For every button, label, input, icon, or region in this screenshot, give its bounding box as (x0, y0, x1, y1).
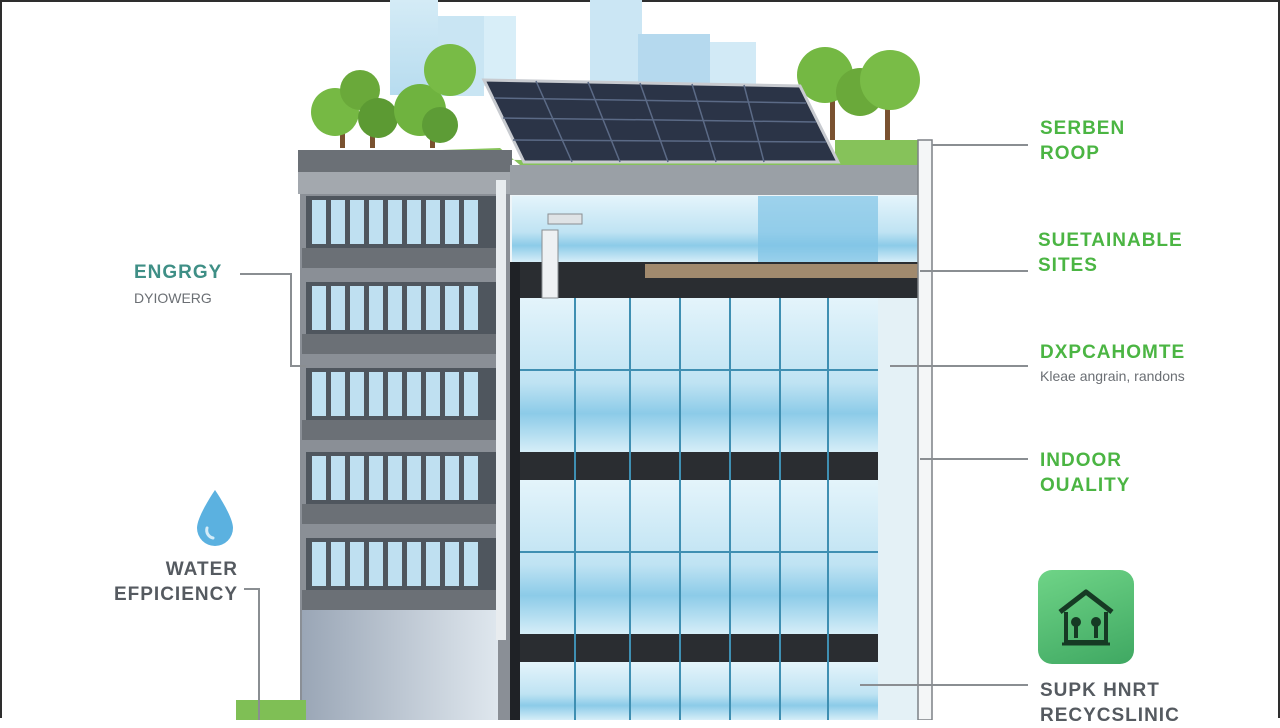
label-green-roof-line2: ROOP (1040, 143, 1100, 164)
label-energy: ENGRGY (134, 260, 222, 285)
leader-line-daylight (890, 365, 1028, 367)
house-glyph-icon (1058, 589, 1114, 646)
label-daylight-line1: DXPCAHOMTE (1040, 342, 1186, 363)
leader-line-green-roof (932, 144, 1028, 146)
label-indoor-line2: OUALITY (1040, 475, 1131, 496)
leader-line-energy (240, 273, 292, 275)
leader-line-sustainable (920, 270, 1028, 272)
leader-line-water (244, 588, 260, 590)
label-daylight: DXPCAHOMTE (1040, 340, 1185, 365)
label-energy-line1: ENGRGY (134, 262, 223, 283)
label-sustainable-line1: SUETAINABLE (1038, 230, 1183, 251)
solar-panel-icon (481, 78, 841, 164)
label-daylight-sub: Kleae angrain, randons (1040, 368, 1185, 384)
label-green-roof-line1: SERBEN (1040, 118, 1126, 139)
label-water-efficiency: WATER EFPICIENCY (96, 557, 238, 607)
leader-line-indoor (920, 458, 1028, 460)
leader-line-energy-vertical (290, 273, 292, 365)
label-energy-sub: DYIOWERG (134, 290, 212, 306)
label-indoor-line1: INDOOR (1040, 450, 1122, 471)
label-indoor-quality: INDOOR OUALITY (1040, 448, 1130, 498)
leader-line-energy-horizontal (290, 365, 306, 367)
label-sustainable-sites: SUETAINABLE SITES (1038, 228, 1183, 278)
label-sustainable-line2: SITES (1038, 255, 1098, 276)
leader-line-recycling (860, 684, 1028, 686)
leader-line-water-vertical (258, 588, 260, 720)
building-cutaway-glass (510, 139, 933, 720)
label-water-line1: WATER (165, 559, 238, 580)
label-recycling-line1: SUPK HNRT (1040, 680, 1160, 701)
water-drop-icon (197, 490, 233, 546)
tree-icon (311, 44, 920, 148)
label-water-line2: EFPICIENCY (113, 584, 238, 605)
label-recycling-line2: RECYCSLINIC (1040, 705, 1180, 726)
recycling-house-icon (1038, 570, 1134, 664)
label-green-roof: SERBEN ROOP (1040, 116, 1125, 166)
label-recycling: SUPK HNRT RECYCSLINIC (1040, 678, 1180, 728)
building-left-facade (298, 150, 512, 720)
